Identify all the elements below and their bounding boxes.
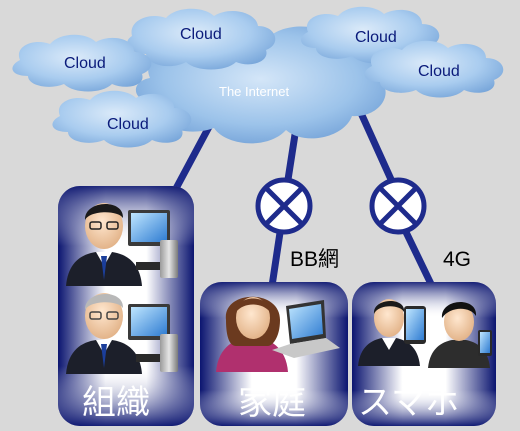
link-mobile-upper: [352, 100, 398, 188]
cloud-1: [127, 8, 276, 70]
businessman-icon: [66, 293, 142, 374]
businessman-icon: [66, 203, 142, 286]
smartphone-box: [352, 282, 496, 426]
young-man-icon: [428, 301, 490, 368]
4g-label: 4G: [443, 248, 472, 271]
cloud-label: Cloud: [418, 63, 460, 80]
computer-icon: [128, 304, 178, 372]
internet-label: The Internet: [219, 84, 290, 99]
organization-label: 組織: [82, 384, 150, 422]
businessman-icon: [358, 299, 420, 366]
bb-network-label: BB網: [290, 248, 340, 271]
laptop-icon: [272, 300, 340, 358]
home-label: 家庭: [238, 384, 306, 422]
link-mobile-lower: [401, 228, 436, 288]
cloud-label: Cloud: [64, 55, 106, 72]
link-home-upper: [283, 127, 300, 187]
smartphone-icon: [404, 306, 426, 344]
connection-lines: [168, 100, 436, 288]
cloud-label: Cloud: [355, 29, 397, 46]
smartphone-icon: [478, 330, 492, 356]
cloud-label: Cloud: [180, 26, 222, 43]
router-icon: [369, 177, 427, 235]
cloud-3: [12, 34, 152, 92]
computer-icon: [128, 210, 178, 278]
link-home-lower: [268, 225, 285, 287]
cloud-5: [52, 90, 192, 148]
cloud-4: [364, 40, 504, 98]
home-box: [200, 282, 348, 426]
smartphone-label: スマホ: [358, 384, 459, 422]
woman-icon: [216, 296, 288, 372]
organization-box: [58, 186, 194, 426]
cloud-label: Cloud: [107, 116, 149, 133]
router-icon: [255, 177, 313, 235]
